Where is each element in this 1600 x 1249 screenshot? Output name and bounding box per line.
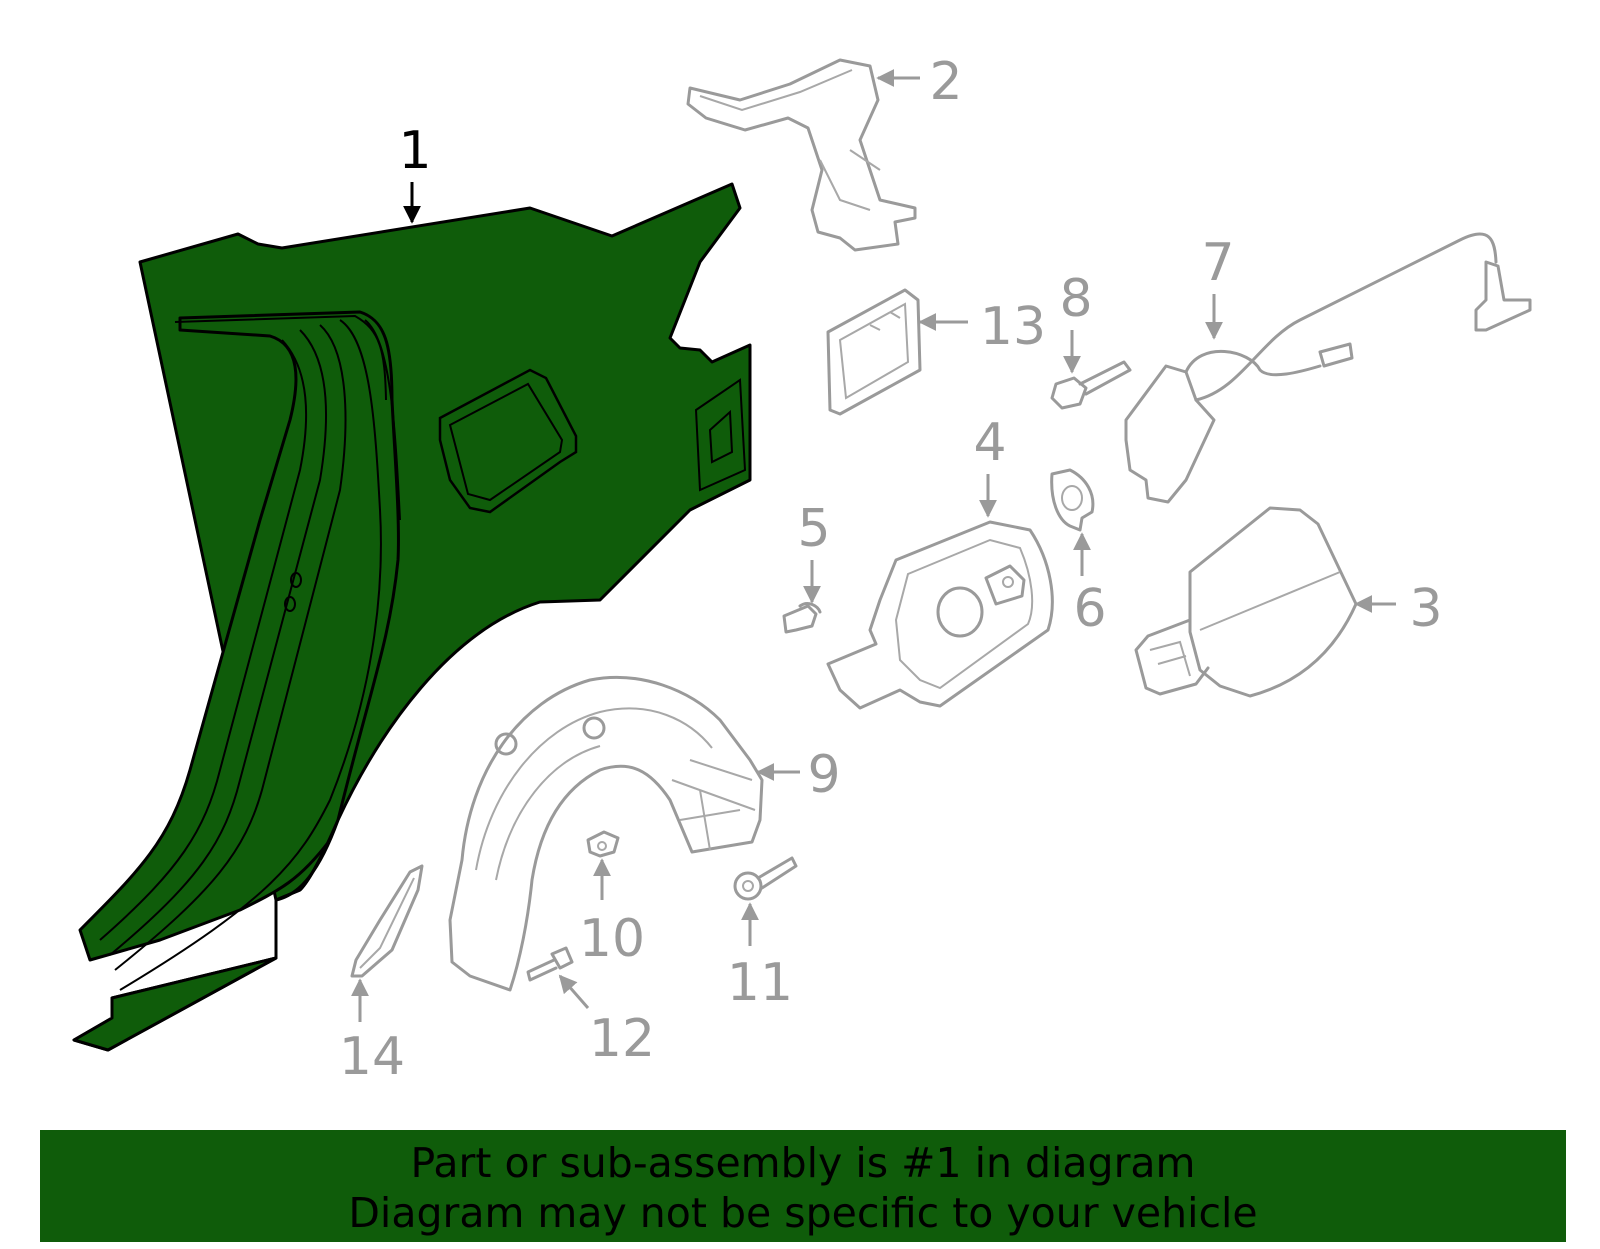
- molding-14-shape: [350, 864, 424, 978]
- banner-line-2: Diagram may not be specific to your vehi…: [348, 1189, 1258, 1237]
- info-banner: Part or sub-assembly is #1 in diagram Di…: [40, 1130, 1566, 1242]
- actuator-part-7[interactable]: 7: [1124, 232, 1532, 504]
- bracket-part-13[interactable]: 13: [826, 288, 1046, 416]
- clip-part-5[interactable]: 5: [782, 499, 831, 634]
- callout-4-label: 4: [973, 413, 1006, 473]
- bracket-13-shape: [826, 288, 922, 416]
- molding-part-14[interactable]: 14: [339, 864, 424, 1087]
- bolt-8-shape: [1050, 360, 1132, 410]
- bolt-part-8[interactable]: 8: [1050, 269, 1132, 410]
- banner-line-1: Part or sub-assembly is #1 in diagram: [410, 1139, 1196, 1187]
- liner-part-9[interactable]: 9: [448, 675, 841, 992]
- actuator-7-shape: [1124, 364, 1216, 504]
- bracket-shape: [686, 58, 917, 252]
- callout-3-label: 3: [1409, 579, 1442, 639]
- callout-1-label: 1: [398, 121, 431, 181]
- screw-11-head: [733, 871, 763, 901]
- liner-9-shape: [448, 675, 764, 992]
- callout-13-label: 13: [980, 297, 1046, 357]
- callout-12-label: 12: [589, 1009, 655, 1069]
- seal-6-shape: [1050, 468, 1095, 532]
- callout-1[interactable]: 1: [398, 121, 432, 224]
- callout-5-label: 5: [797, 499, 830, 559]
- fuel-door-part-3[interactable]: 3: [1134, 506, 1443, 698]
- callout-8-label: 8: [1059, 269, 1092, 329]
- quarter-panel-lower-shape: [72, 310, 400, 1052]
- clip-part-10[interactable]: 10: [579, 830, 645, 969]
- callout-7-label: 7: [1201, 233, 1234, 293]
- quarter-panel-part-1[interactable]: [72, 182, 752, 1052]
- callout-11-label: 11: [727, 953, 793, 1013]
- clip-10-shape: [586, 830, 620, 858]
- callout-14-label: 14: [339, 1027, 405, 1087]
- callout-9-label: 9: [807, 745, 840, 805]
- screw-part-11[interactable]: 11: [727, 856, 798, 1013]
- callout-2-label: 2: [929, 52, 962, 112]
- callout-10-label: 10: [579, 909, 645, 969]
- bolt-12-shape: [526, 946, 574, 982]
- seal-part-6[interactable]: 6: [1050, 468, 1107, 639]
- bracket-part-2[interactable]: 2: [686, 52, 963, 252]
- fuel-door-3-shape: [1188, 506, 1358, 698]
- housing-4-shape: [826, 520, 1054, 710]
- callout-6-label: 6: [1073, 579, 1106, 639]
- bolt-part-12[interactable]: 12: [526, 946, 655, 1069]
- clip-5-shape: [782, 602, 822, 634]
- fuel-housing-part-4[interactable]: 4: [826, 413, 1054, 710]
